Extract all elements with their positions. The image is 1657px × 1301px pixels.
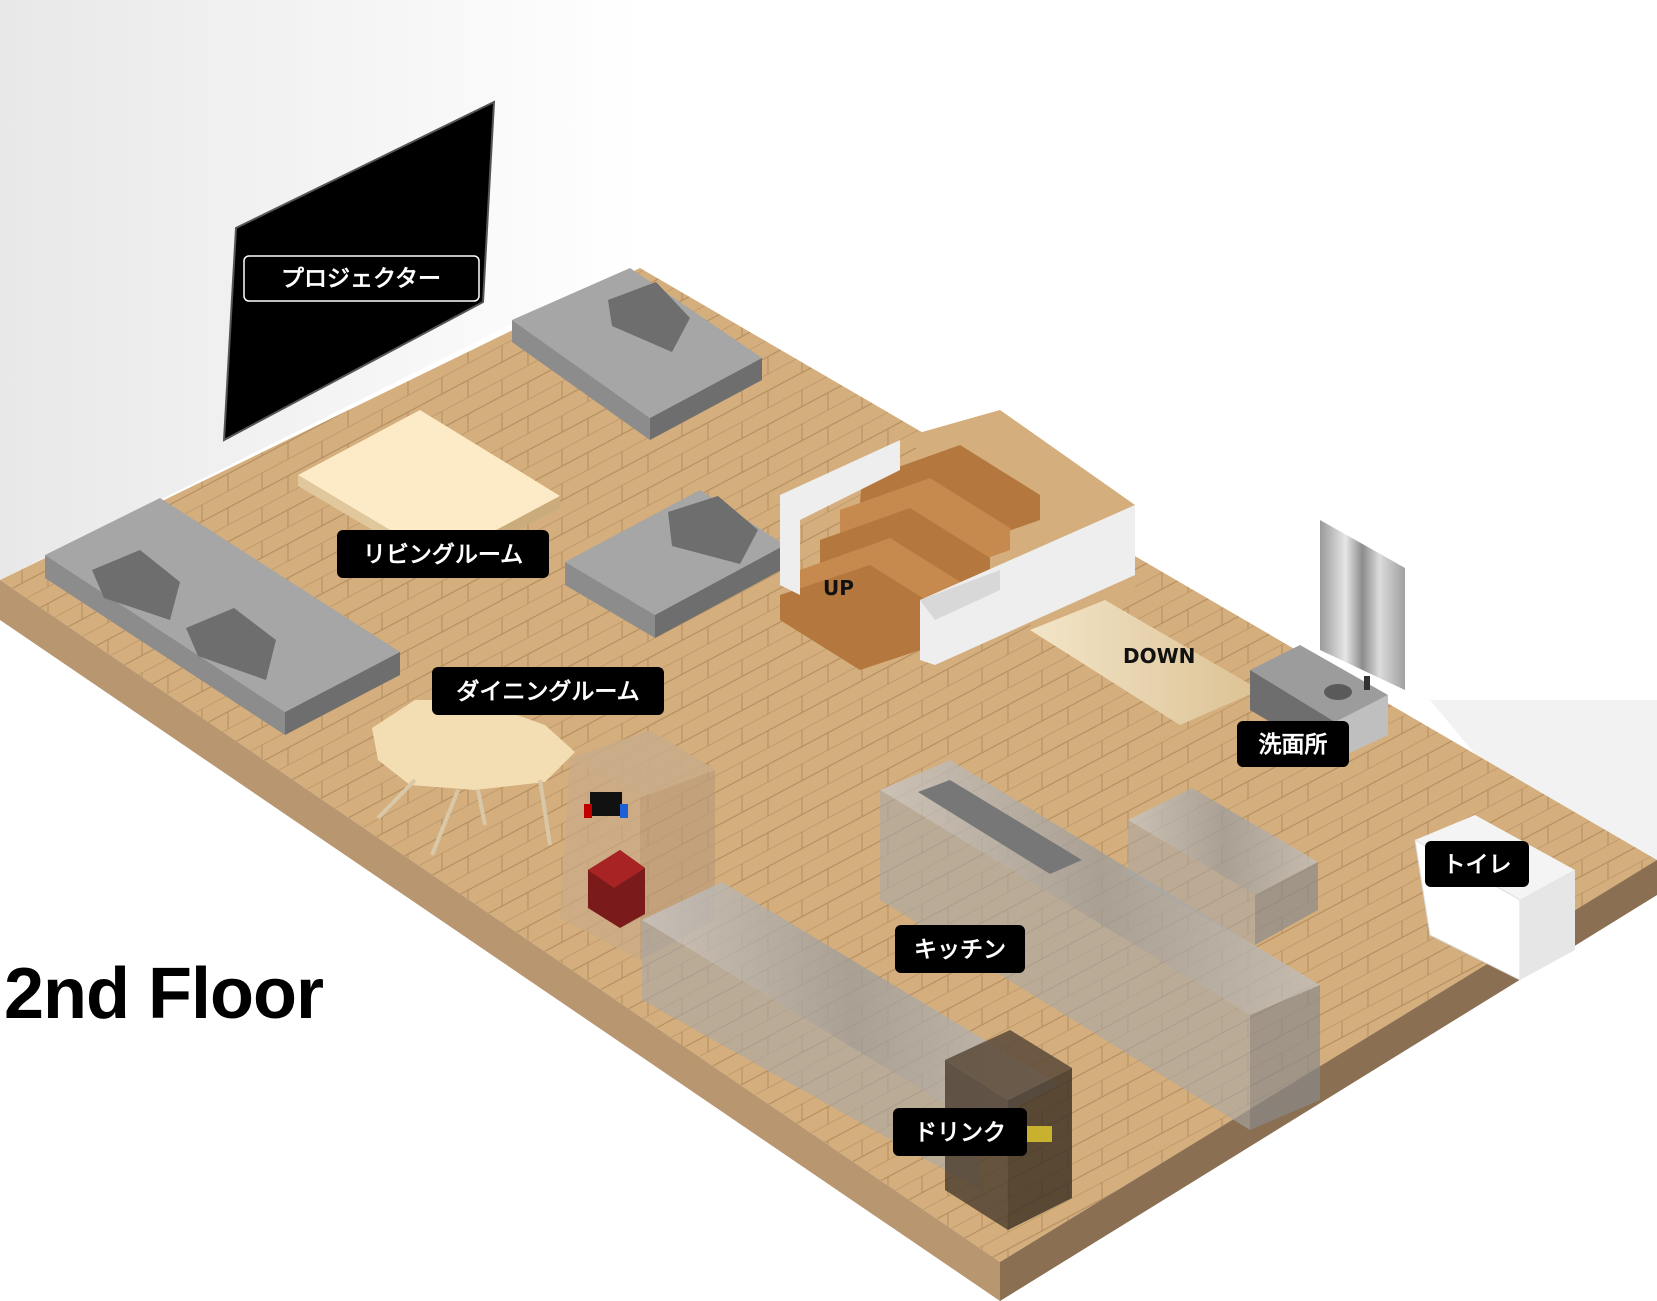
floor-side-left <box>0 580 1000 1301</box>
svg-text:ドリンク: ドリンク <box>914 1120 1006 1146</box>
sofa-top <box>512 268 762 440</box>
floor-side-right <box>1000 860 1657 1301</box>
down-ramp <box>1030 600 1260 725</box>
label-kitchen: キッチン <box>895 925 1025 973</box>
svg-text:キッチン: キッチン <box>914 937 1006 963</box>
dining-table <box>372 700 575 856</box>
stair-partition-right <box>920 505 1135 665</box>
soap-bottle <box>1364 676 1370 690</box>
drink-fridge <box>945 1030 1072 1230</box>
svg-text:トイレ: トイレ <box>1443 852 1512 878</box>
stairs-down-sign: DOWN <box>1123 644 1195 668</box>
label-dining-room: ダイニングルーム <box>432 667 664 715</box>
sofa-middle <box>565 490 785 638</box>
cushion <box>186 608 276 680</box>
cushion <box>668 496 758 564</box>
svg-text:洗面所: 洗面所 <box>1259 732 1328 758</box>
stairs-up-sign: UP <box>823 576 854 600</box>
cushion <box>92 550 180 620</box>
label-toilet: トイレ <box>1425 841 1529 887</box>
svg-text:ダイニングルーム: ダイニングルーム <box>456 678 639 705</box>
kitchen-sink <box>918 780 1082 874</box>
sofa-large <box>45 498 400 735</box>
staircase <box>780 410 1135 670</box>
label-projector: プロジェクター <box>243 255 480 302</box>
cushion <box>608 282 690 352</box>
sink-basin <box>1324 684 1352 700</box>
kitchen-island <box>880 760 1320 1130</box>
stair-partition-left <box>780 440 900 595</box>
mirror <box>1320 520 1405 690</box>
svg-text:プロジェクター: プロジェクター <box>281 266 441 292</box>
floor-title: 2nd Floor <box>4 954 324 1034</box>
kitchen-counter-back <box>1128 788 1318 945</box>
svg-text:リビングルーム: リビングルーム <box>363 541 523 568</box>
label-living-room: リビングルーム <box>337 530 549 578</box>
game-console <box>590 792 622 816</box>
label-washroom: 洗面所 <box>1237 721 1349 767</box>
label-drink: ドリンク <box>893 1108 1027 1156</box>
